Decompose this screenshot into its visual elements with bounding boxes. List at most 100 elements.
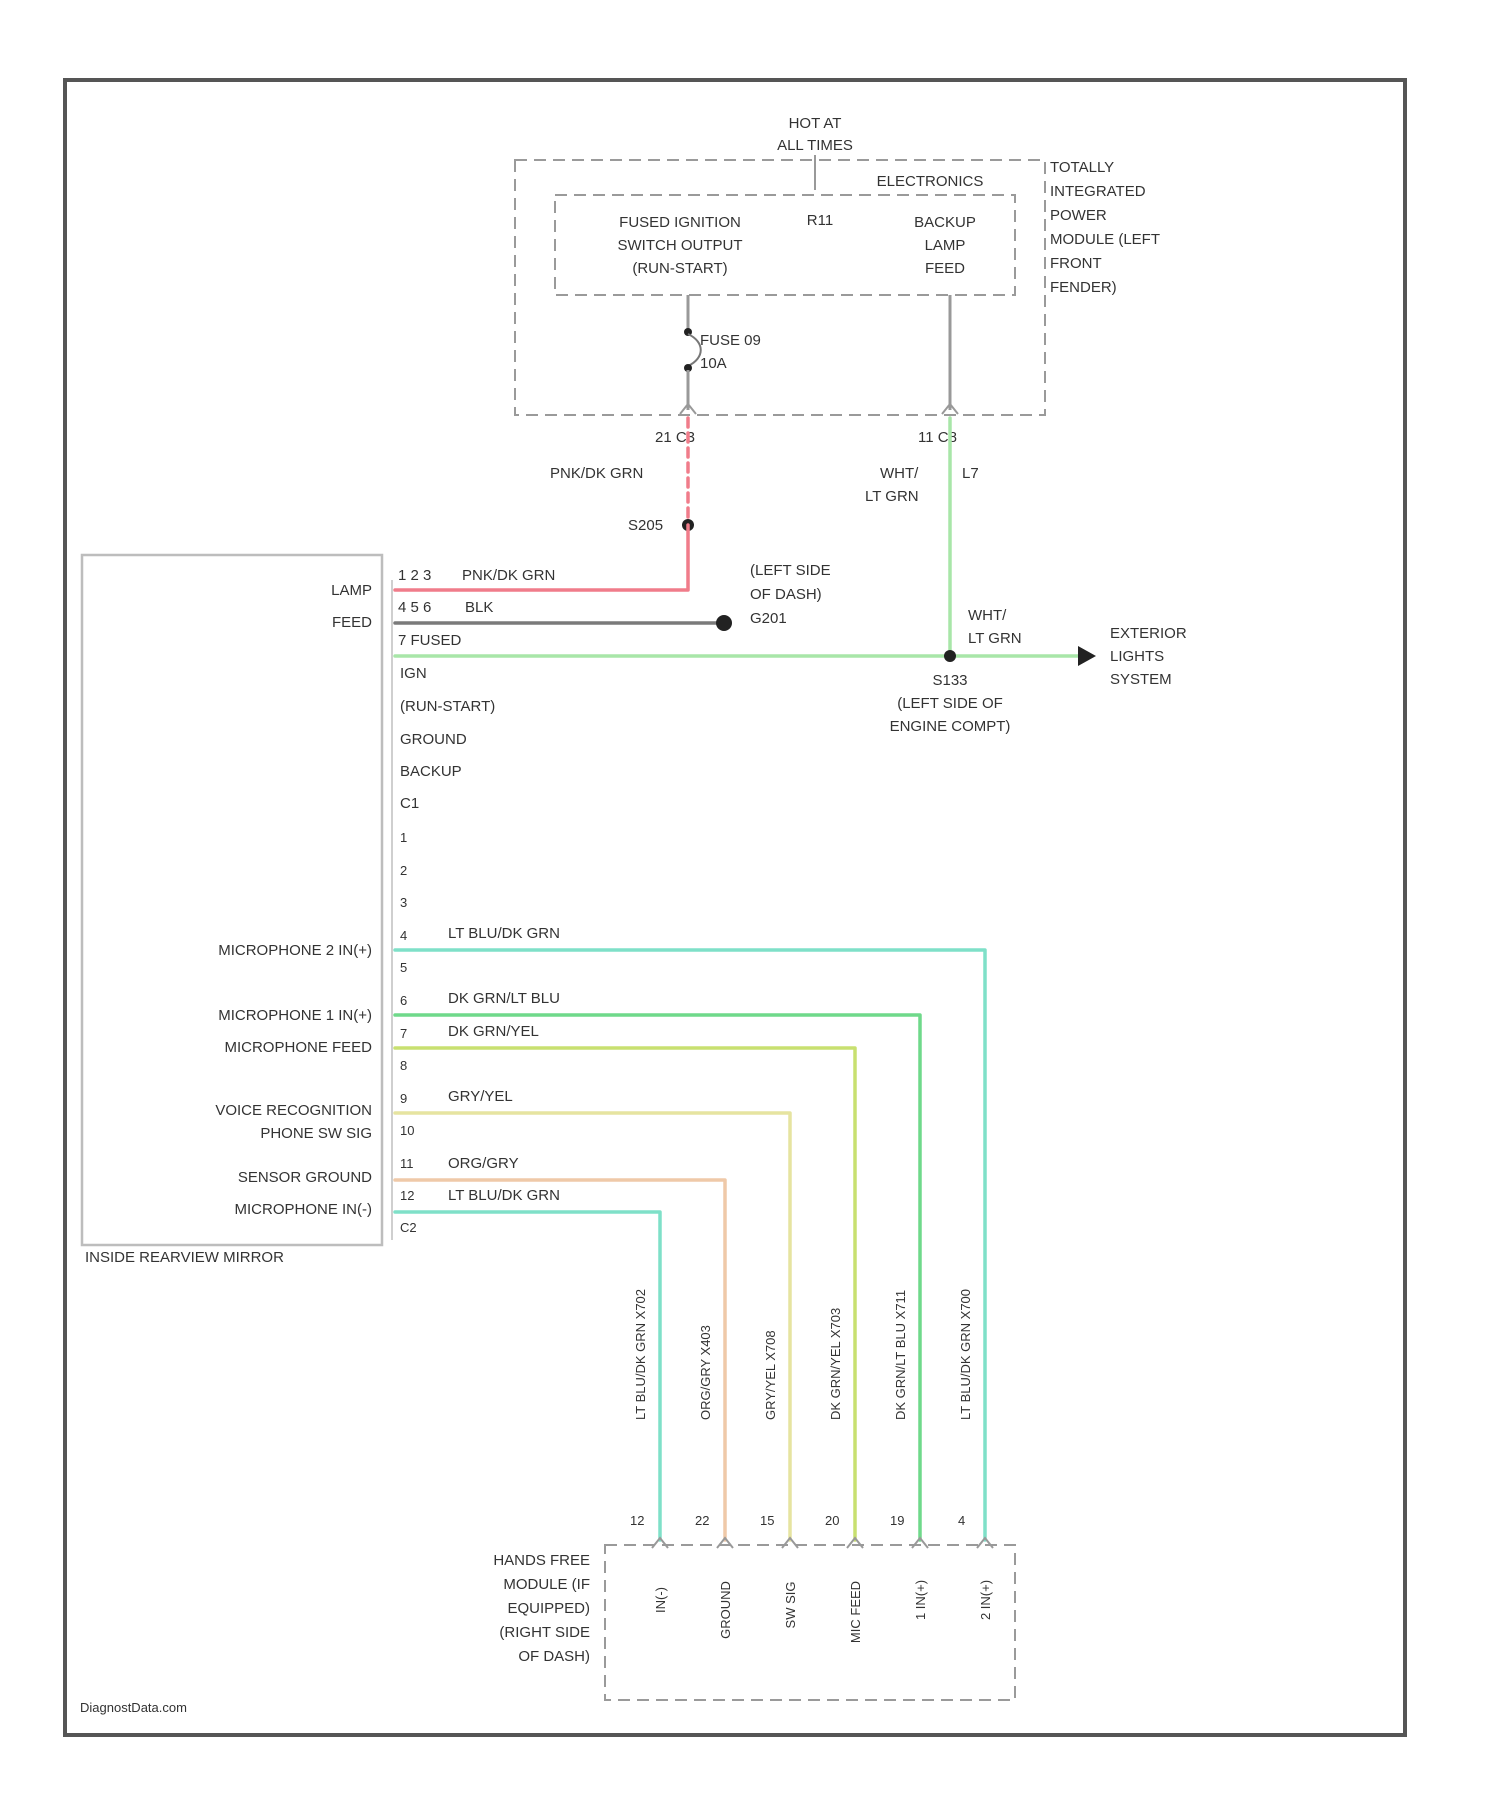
hfm-name-3: EQUIPPED) [507,1600,590,1617]
wht-ltgrn-label-1b: LT GRN [865,488,919,505]
pin-label-ign: IGN [400,665,427,682]
hfm-label-1-in: 1 IN(+) [913,1580,928,1620]
hfm-conn-1 [652,1538,668,1548]
ground-g201 [716,615,732,631]
pin-12: 12 [400,1188,414,1203]
tipm-outer-box [515,160,1045,415]
wire-label-gry-yel: GRY/YEL [448,1088,513,1105]
backup-feed-2: LAMP [925,237,966,254]
mirror-name: INSIDE REARVIEW MIRROR [85,1249,284,1266]
pin-9: 9 [400,1091,407,1106]
backup-feed-3: FEED [925,260,965,277]
code-x708: GRY/YEL X708 [763,1330,778,1420]
wire-lt-blu-dkgrn-2 [395,1212,660,1540]
code-x703: DK GRN/YEL X703 [828,1308,843,1420]
wire-dk-grn-yel [395,1048,855,1540]
exterior-arrow-icon [1078,646,1096,666]
wire-org-gry [395,1180,725,1540]
tipm-name-3: POWER [1050,207,1107,224]
top-pin-2: 4 5 6 [398,599,431,616]
pin-c2: C2 [400,1220,417,1235]
mic2-label: MICROPHONE 2 IN(+) [218,942,372,959]
hfm-label-in-neg: IN(-) [653,1587,668,1613]
pin-6: 6 [400,993,407,1008]
hfm-name-5: OF DASH) [518,1648,590,1665]
code-x702: LT BLU/DK GRN X702 [633,1289,648,1420]
code-x700: LT BLU/DK GRN X700 [958,1289,973,1420]
s133-label: S133 [932,672,967,689]
mic-in-neg-label: MICROPHONE IN(-) [235,1201,373,1218]
pin-10: 10 [400,1123,414,1138]
hfm-pin-15: 15 [760,1513,774,1528]
ground-loc-1: (LEFT SIDE [750,562,831,579]
pnk-dkgrn-label-1: PNK/DK GRN [550,465,643,482]
mic-feed-label: MICROPHONE FEED [224,1039,372,1056]
blk-label: BLK [465,599,493,616]
pin-3: 3 [400,895,407,910]
wire-label-org-gry: ORG/GRY [448,1155,519,1172]
hfm-pin-4: 4 [958,1513,965,1528]
tipm-module: HOT AT ALL TIMES ELECTRONICS FUSED IGNIT… [515,115,1160,415]
rearview-mirror: INSIDE REARVIEW MIRROR LAMP FEED 1 2 3 4… [82,555,495,1266]
hfm-pin-20: 20 [825,1513,839,1528]
watermark: DiagnostData.com [80,1700,187,1715]
pin-label-run: (RUN-START) [400,698,495,715]
pin-8: 8 [400,1058,407,1073]
backup-feed-1: BACKUP [914,214,976,231]
mic1-label: MICROPHONE 1 IN(+) [218,1007,372,1024]
code-x711: DK GRN/LT BLU X711 [893,1290,908,1420]
tipm-name-4: MODULE (LEFT [1050,231,1160,248]
exterior-3: SYSTEM [1110,671,1172,688]
hfm-pin-12: 12 [630,1513,644,1528]
ground-label: G201 [750,610,787,627]
hfm-conn-4 [847,1538,863,1548]
hot-label-2: ALL TIMES [777,137,853,154]
wire-label-lt-blu-dkgrn-2: LT BLU/DK GRN [448,1187,560,1204]
tipm-name-2: INTEGRATED [1050,183,1146,200]
l7-label: L7 [962,465,979,482]
fuse-label-1: FUSE 09 [700,332,761,349]
hfm-label-ground: GROUND [718,1581,733,1639]
relay-label: R11 [807,212,833,229]
s133-loc-2: ENGINE COMPT) [890,718,1011,735]
tipm-name-1: TOTALLY [1050,159,1114,176]
hfm-name-2: MODULE (IF [503,1576,590,1593]
hfm-pin-19: 19 [890,1513,904,1528]
pin-5: 5 [400,960,407,975]
voice-label-1: VOICE RECOGNITION [215,1102,372,1119]
hfm-conn-6 [977,1538,993,1548]
wht-ltgrn-label-2b: LT GRN [968,630,1022,647]
hfm-conn-2 [717,1538,733,1548]
pin-7: 7 [400,1026,407,1041]
pin-4: 4 [400,928,407,943]
hfm-conn-5 [912,1538,928,1548]
s205-label: S205 [628,517,663,534]
hfm-label-sw-sig: SW SIG [783,1582,798,1629]
ground-loc-2: OF DASH) [750,586,822,603]
wht-ltgrn-label-2a: WHT/ [968,607,1007,624]
fuse-label-2: 10A [700,355,727,372]
ign-output-1: FUSED IGNITION [619,214,741,231]
wire-label-dk-grn-lt-blu: DK GRN/LT BLU [448,990,560,1007]
tipm-name-5: FRONT [1050,255,1102,272]
hfm-pin-22: 22 [695,1513,709,1528]
exterior-1: EXTERIOR [1110,625,1187,642]
wire-label-dk-grn-yel: DK GRN/YEL [448,1023,539,1040]
diagram-border [65,80,1405,1735]
code-x403: ORG/GRY X403 [698,1325,713,1420]
top-pin-3: 7 FUSED [398,632,462,649]
hfm-conn-3 [782,1538,798,1548]
s133-loc-1: (LEFT SIDE OF [897,695,1003,712]
fuse-symbol [688,334,701,366]
ign-output-2: SWITCH OUTPUT [618,237,743,254]
lamp-feed-2: FEED [332,614,372,631]
ign-output-3: (RUN-START) [632,260,727,277]
voice-label-2: PHONE SW SIG [260,1125,372,1142]
exterior-2: LIGHTS [1110,648,1164,665]
pin-label-backup: BACKUP [400,763,462,780]
hfm-name-4: (RIGHT SIDE [499,1624,590,1641]
electronics-label: ELECTRONICS [877,173,984,190]
pin-1: 1 [400,830,407,845]
pin-2: 2 [400,863,407,878]
